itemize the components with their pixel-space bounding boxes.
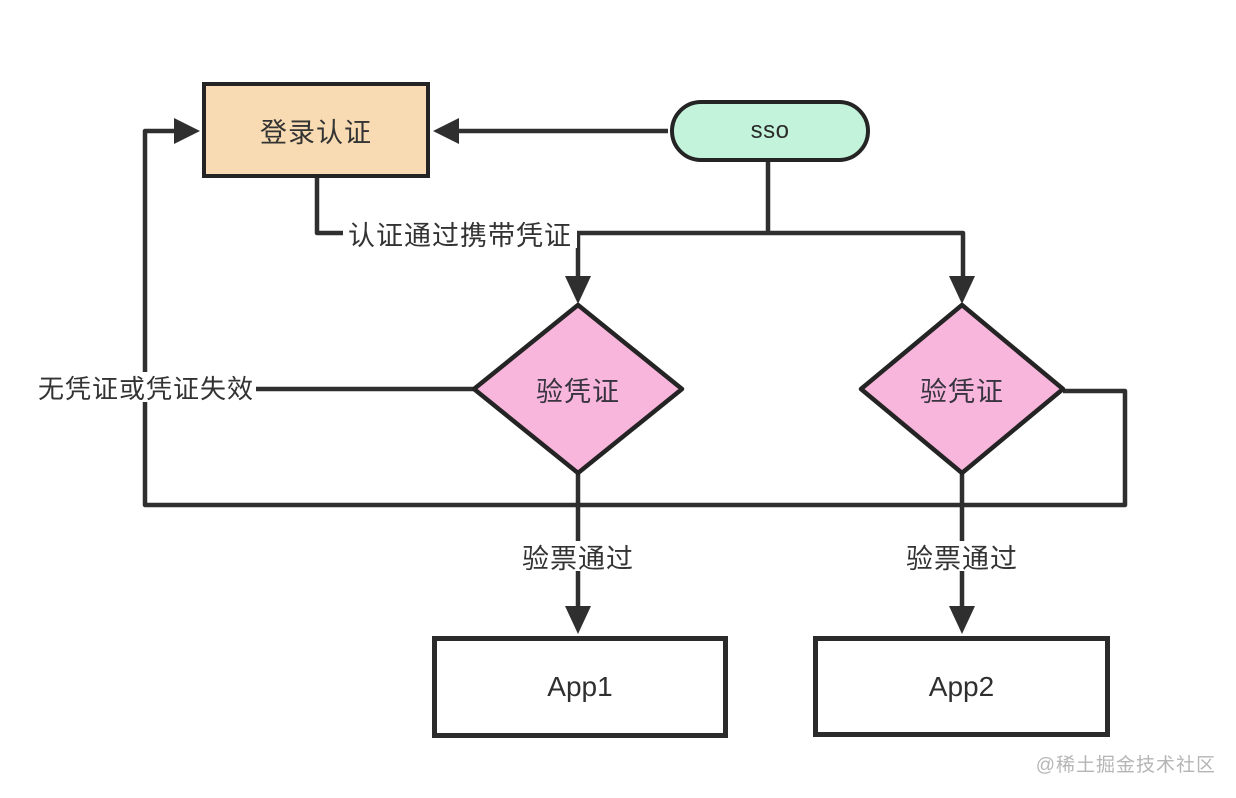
arrowhead-into-verify2 (949, 276, 975, 304)
login-auth-label: 登录认证 (260, 117, 372, 148)
app2-node: App2 (813, 636, 1110, 737)
sso-node: sso (670, 100, 870, 162)
sso-label: sso (750, 117, 790, 144)
arrowhead-into-app1 (565, 606, 591, 634)
verify-credential-node-1: 验凭证 (498, 369, 658, 409)
edge-label-ticket-pass-2: 验票通过 (904, 541, 1020, 574)
edge-label-no-credential: 无凭证或凭证失效 (36, 372, 256, 404)
connector-login-branch (314, 178, 966, 280)
login-auth-node: 登录认证 (202, 82, 430, 178)
edge-label-ticket-pass-1: 验票通过 (520, 541, 636, 574)
arrowhead-into-verify1 (565, 276, 591, 304)
verify-credential-diamond-1 (471, 302, 685, 476)
app1-label: App1 (547, 671, 613, 702)
watermark-text: @稀土掘金技术社区 (1035, 755, 1216, 776)
edge-label-auth-pass: 认证通过携带凭证 (343, 218, 577, 251)
verify-credential-label-2: 验凭证 (920, 376, 1004, 407)
verify-credential-label-1: 验凭证 (536, 376, 620, 407)
arrowhead-into-login-left (174, 118, 200, 144)
app2-label: App2 (928, 670, 995, 702)
verify-credential-diamond-2 (858, 302, 1066, 476)
arrowhead-into-app2 (949, 606, 975, 634)
arrowhead-into-login-right (433, 118, 459, 144)
app1-node: App1 (432, 636, 728, 738)
verify-credential-node-2: 验凭证 (882, 369, 1042, 409)
connector-feedback-loop (142, 128, 1128, 508)
